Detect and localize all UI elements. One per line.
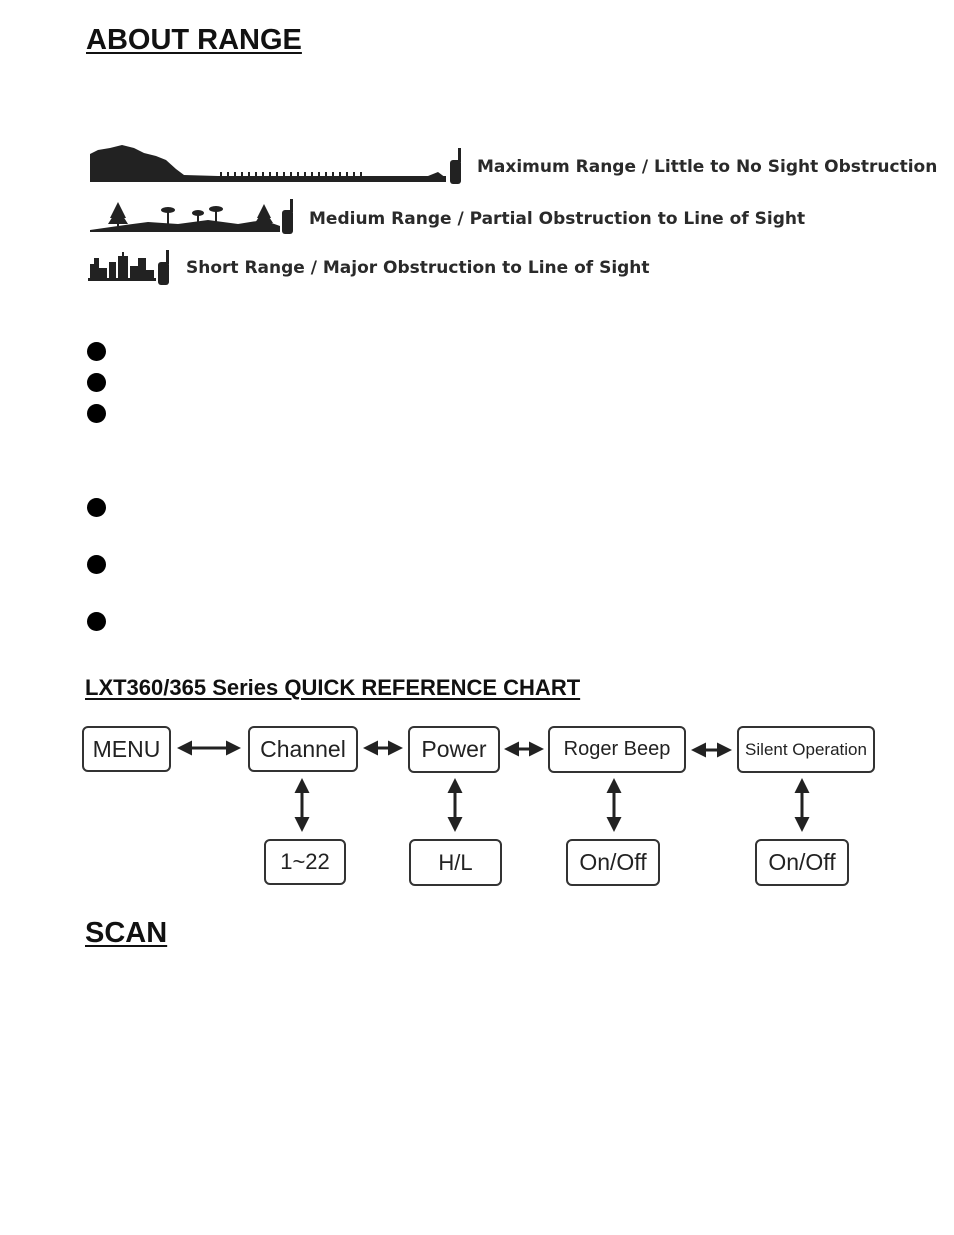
bullet-point: [87, 342, 106, 361]
bullet-point: [87, 555, 106, 574]
roger-beep-box: Roger Beep: [548, 726, 686, 773]
bullet-point: [87, 612, 106, 631]
range-row-medium: Medium Range / Partial Obstruction to Li…: [88, 196, 805, 238]
quick-reference-heading: LXT360/365 Series QUICK REFERENCE CHART: [85, 675, 581, 700]
channel-box: Channel: [248, 726, 358, 772]
scan-heading: SCAN: [85, 917, 168, 949]
walkie-talkie-icon: [158, 250, 169, 285]
bullet-point: [87, 373, 106, 392]
range-label-maximum: Maximum Range / Little to No Sight Obstr…: [477, 157, 938, 177]
walkie-talkie-icon: [450, 148, 461, 184]
range-label-medium: Medium Range / Partial Obstruction to Li…: [309, 209, 806, 229]
silent-operation-toggle-box: On/Off: [755, 839, 849, 886]
city-buildings-icon: [88, 250, 169, 285]
silent-operation-box: Silent Operation: [737, 726, 875, 773]
range-row-short: Short Range / Major Obstruction to Line …: [88, 248, 650, 290]
power-level-box: H/L: [409, 839, 502, 886]
trees-terrain-icon: [90, 199, 293, 234]
bullet-point: [87, 498, 106, 517]
menu-box: MENU: [82, 726, 171, 772]
bullet-point: [87, 404, 106, 423]
walkie-talkie-icon: [282, 199, 293, 234]
roger-beep-toggle-box: On/Off: [566, 839, 660, 886]
range-row-maximum: Maximum Range / Little to No Sight Obstr…: [88, 142, 937, 184]
about-range-heading: ABOUT RANGE: [86, 24, 302, 56]
power-box: Power: [408, 726, 500, 773]
range-label-short: Short Range / Major Obstruction to Line …: [186, 258, 650, 278]
open-terrain-icon: [90, 145, 461, 184]
channel-range-box: 1~22: [264, 839, 346, 885]
